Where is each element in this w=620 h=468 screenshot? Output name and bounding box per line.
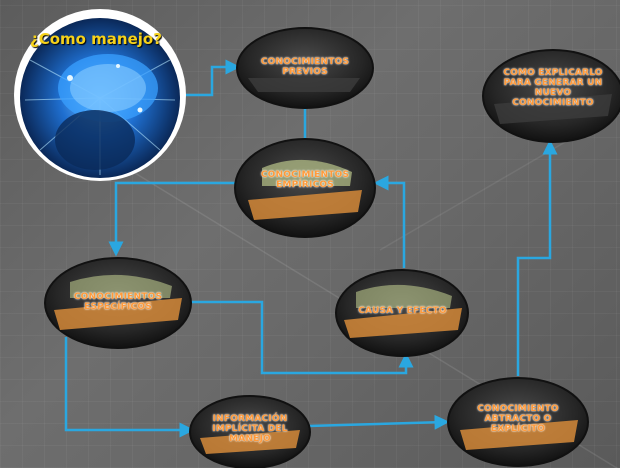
- node-previos-shape: [236, 27, 374, 109]
- node-abstracto-label: CONOCIMIENTO ABTRACTO O EXPLÍCITO: [477, 404, 559, 434]
- arrow-especificos-to-informacion: [64, 337, 195, 438]
- connectors: [64, 59, 558, 438]
- arrow-especificos-to-causa: [190, 300, 414, 375]
- node-especificos-label: CONOCIMIENTOS ESPECÍFICOS: [73, 292, 163, 312]
- node-empiricos-shape: [234, 138, 376, 238]
- arrow-causa-to-empiricos: [373, 175, 406, 268]
- node-previos-label: CONOCIMIENTOS PREVIOS: [260, 57, 350, 77]
- brain-image: [14, 9, 186, 181]
- node-causa-shape: [335, 269, 469, 357]
- node-causa-label: CAUSA Y EFECTO: [358, 306, 447, 316]
- node-especificos-shape: [44, 257, 192, 349]
- node-explicarlo-label: COMO EXPLICARLO PARA GENERAR UN NUEVO CO…: [503, 68, 603, 108]
- node-abstracto-shape: [447, 377, 589, 467]
- node-informacion-shape: [189, 395, 311, 468]
- arrow-abstracto-to-explicarlo: [516, 139, 558, 376]
- arrow-brain-to-previos: [180, 59, 241, 97]
- arrow-informacion-to-abstracto: [307, 414, 450, 430]
- node-empiricos-label: CONOCIMIENTOS EMPÍRICOS: [260, 170, 350, 190]
- node-informacion-label: INFORMACIÓN IMPLÍCITA DEL MANEJO: [212, 414, 288, 444]
- arrow-empiricos-to-especificos: [108, 181, 235, 257]
- node-explicarlo-shape: [482, 49, 620, 143]
- brain-question: ¿Como manejo?: [30, 30, 162, 48]
